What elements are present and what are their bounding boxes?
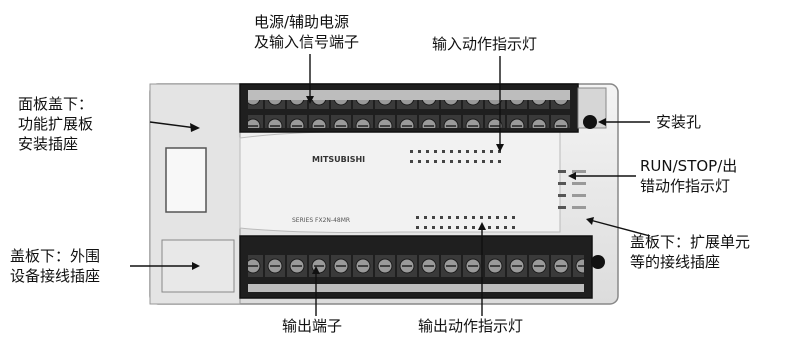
led-dot [488, 216, 491, 219]
led-dot [504, 226, 507, 229]
led-dot [474, 160, 477, 163]
led-dot [490, 150, 493, 153]
label-power-terminals: 电源/辅助电源 及输入信号端子 [254, 12, 359, 52]
led-dot [456, 226, 459, 229]
model-text: SERIES FX2N-48MR [292, 217, 350, 224]
led-dot [432, 226, 435, 229]
led-dot [496, 216, 499, 219]
bottom-terminal-block [240, 236, 592, 298]
label-panel-cover: 面板盖下： 功能扩展板 安装插座 [18, 94, 93, 154]
label-mounting-hole: 安装孔 [656, 112, 701, 132]
led-dot [424, 226, 427, 229]
mounting-hole-bottom [591, 255, 605, 269]
led-dot [432, 216, 435, 219]
brand-text: MITSUBISHI [312, 155, 365, 164]
led-dot [450, 150, 453, 153]
led-dot [442, 160, 445, 163]
led-dot [482, 150, 485, 153]
led-dot [498, 160, 501, 163]
label-run-stop: RUN/STOP/出 错动作指示灯 [640, 156, 737, 196]
led-dot [496, 226, 499, 229]
led-dot [490, 160, 493, 163]
led-dot [464, 216, 467, 219]
led-dot [450, 160, 453, 163]
label-output-indicators: 输出动作指示灯 [418, 316, 523, 336]
led-dot [458, 150, 461, 153]
led-dot [416, 216, 419, 219]
led-dot [434, 160, 437, 163]
label-input-indicators: 输入动作指示灯 [432, 34, 537, 54]
led-dot [464, 226, 467, 229]
label-cover-peripheral: 盖板下：外围 设备接线插座 [10, 246, 100, 286]
label-cover-expansion: 盖板下：扩展单元 等的接线插座 [630, 232, 750, 272]
led-dot [424, 216, 427, 219]
led-dot [426, 150, 429, 153]
led-dot [410, 160, 413, 163]
led-dot [472, 226, 475, 229]
led-dot [442, 150, 445, 153]
led-dot [456, 216, 459, 219]
led-dot [440, 226, 443, 229]
led-dot [488, 226, 491, 229]
led-dot [448, 216, 451, 219]
led-dot [410, 150, 413, 153]
led-dot [466, 160, 469, 163]
led-dot [472, 216, 475, 219]
led-dot [504, 216, 507, 219]
label-power-terminals-line2: 及输入信号端子 [254, 32, 359, 52]
led-dot [416, 226, 419, 229]
led-dot [466, 150, 469, 153]
led-dot [440, 216, 443, 219]
led-dot [426, 160, 429, 163]
led-dot [480, 216, 483, 219]
label-power-terminals-line1: 电源/辅助电源 [254, 12, 359, 32]
led-dot [418, 150, 421, 153]
led-dot [512, 226, 515, 229]
led-dot [474, 150, 477, 153]
led-dot [448, 226, 451, 229]
led-dot [512, 216, 515, 219]
led-dot [482, 160, 485, 163]
top-terminal-block [240, 84, 578, 132]
label-output-terminals: 输出端子 [282, 316, 342, 336]
led-dot [434, 150, 437, 153]
led-dot [458, 160, 461, 163]
led-dot [418, 160, 421, 163]
